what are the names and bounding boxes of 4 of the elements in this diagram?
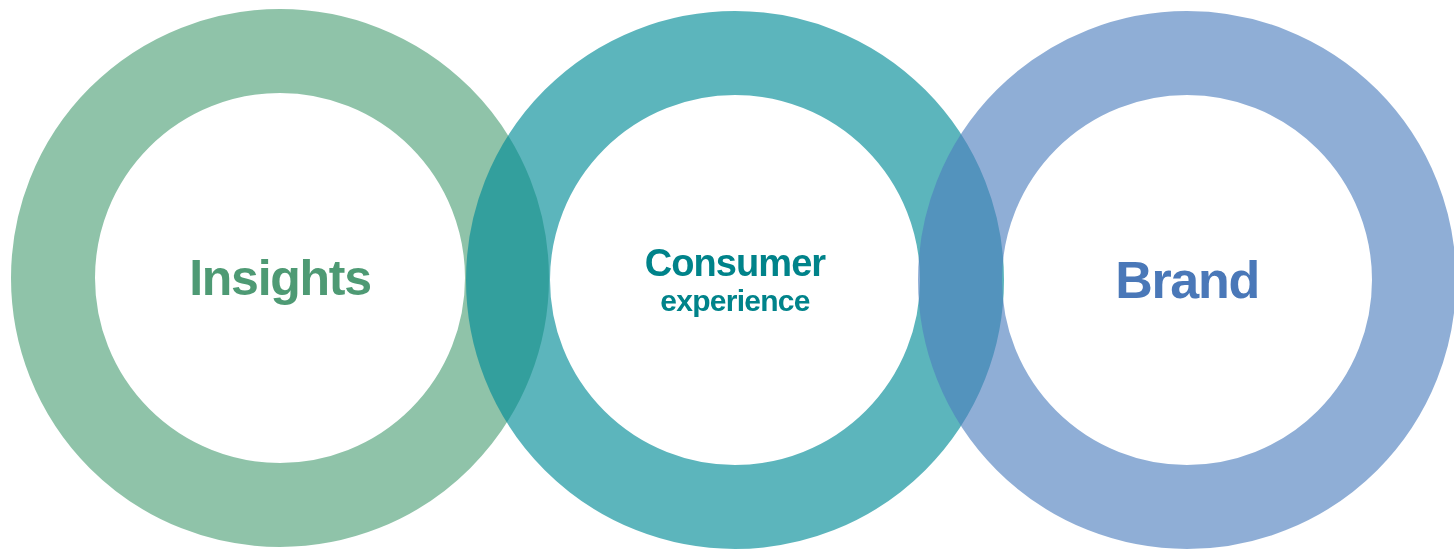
ring-label: Consumer — [644, 242, 826, 284]
ring-label: Brand — [1115, 250, 1259, 311]
ring-label: experience — [660, 284, 810, 318]
ring-label: Insights — [189, 248, 371, 308]
